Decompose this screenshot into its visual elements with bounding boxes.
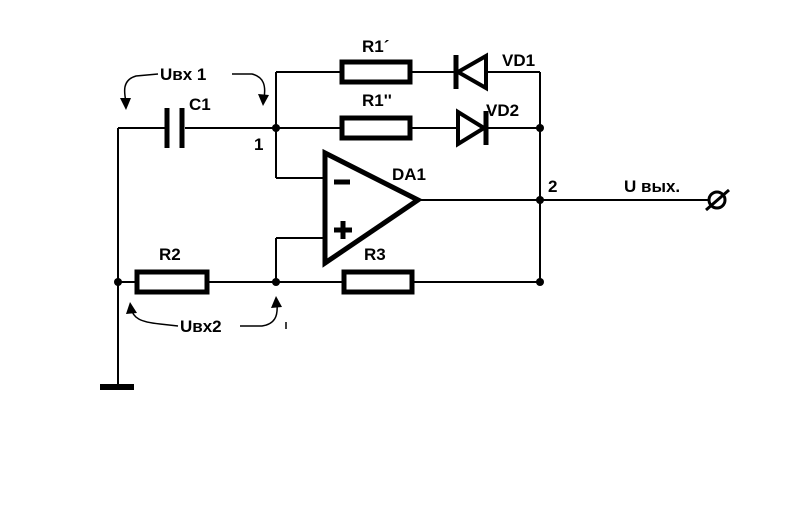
label-uin1: Uвх 1 <box>160 65 206 84</box>
label-uin2: Uвх2 <box>180 317 222 336</box>
junction-dots <box>114 124 544 286</box>
opamp-da1 <box>322 148 423 268</box>
label-vd1: VD1 <box>502 51 535 70</box>
label-r2: R2 <box>159 245 181 264</box>
uin2-voltage-arrow <box>126 296 287 329</box>
capacitor-c1 <box>164 108 185 148</box>
label-uout: U вых. <box>624 177 680 196</box>
label-c1: C1 <box>189 95 211 114</box>
label-da1: DA1 <box>392 165 426 184</box>
label-r3: R3 <box>364 245 386 264</box>
label-node-2: 2 <box>548 177 557 196</box>
label-r1-double-prime: R1'' <box>362 91 392 110</box>
diode-vd1 <box>453 52 488 92</box>
resistor-r2 <box>134 269 210 295</box>
resistor-r1-double-prime <box>339 115 413 141</box>
resistor-r3 <box>341 269 415 295</box>
wires <box>117 71 715 385</box>
label-r1-prime: R1´ <box>362 37 389 56</box>
label-vd2: VD2 <box>486 101 519 120</box>
diode-vd2 <box>456 108 489 148</box>
crossed-circle-terminal-icon <box>705 188 730 212</box>
label-node-1: 1 <box>254 135 263 154</box>
resistor-r1-prime <box>339 59 413 85</box>
uin1-voltage-arrow <box>120 73 269 110</box>
